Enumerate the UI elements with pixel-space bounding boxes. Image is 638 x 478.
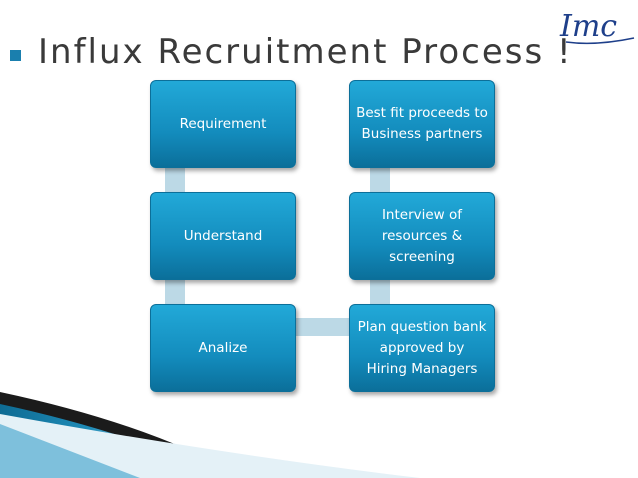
- logo-text: Imc: [559, 9, 617, 44]
- box-interview-label: Interview of resources & screening: [381, 206, 463, 265]
- title-bullet: [10, 50, 21, 61]
- box-analize: Analize: [150, 304, 296, 392]
- box-interview: Interview of resources & screening: [349, 192, 495, 280]
- decorative-swoosh: [0, 392, 420, 478]
- box-best-fit-label: Best fit proceeds to Business partners: [356, 105, 488, 142]
- box-plan-label: Plan question bank approved by Hiring Ma…: [357, 318, 487, 377]
- box-plan: Plan question bank approved by Hiring Ma…: [349, 304, 495, 392]
- box-best-fit: Best fit proceeds to Business partners: [349, 80, 495, 168]
- box-understand-label: Understand: [183, 227, 263, 244]
- slide-title: Influx Recruitment Process !: [38, 32, 573, 72]
- box-requirement-label: Requirement: [179, 115, 267, 132]
- box-understand: Understand: [150, 192, 296, 280]
- box-analize-label: Analize: [198, 339, 248, 356]
- box-requirement: Requirement: [150, 80, 296, 168]
- logo: Imc: [559, 9, 635, 45]
- connector-horizontal: [290, 318, 360, 336]
